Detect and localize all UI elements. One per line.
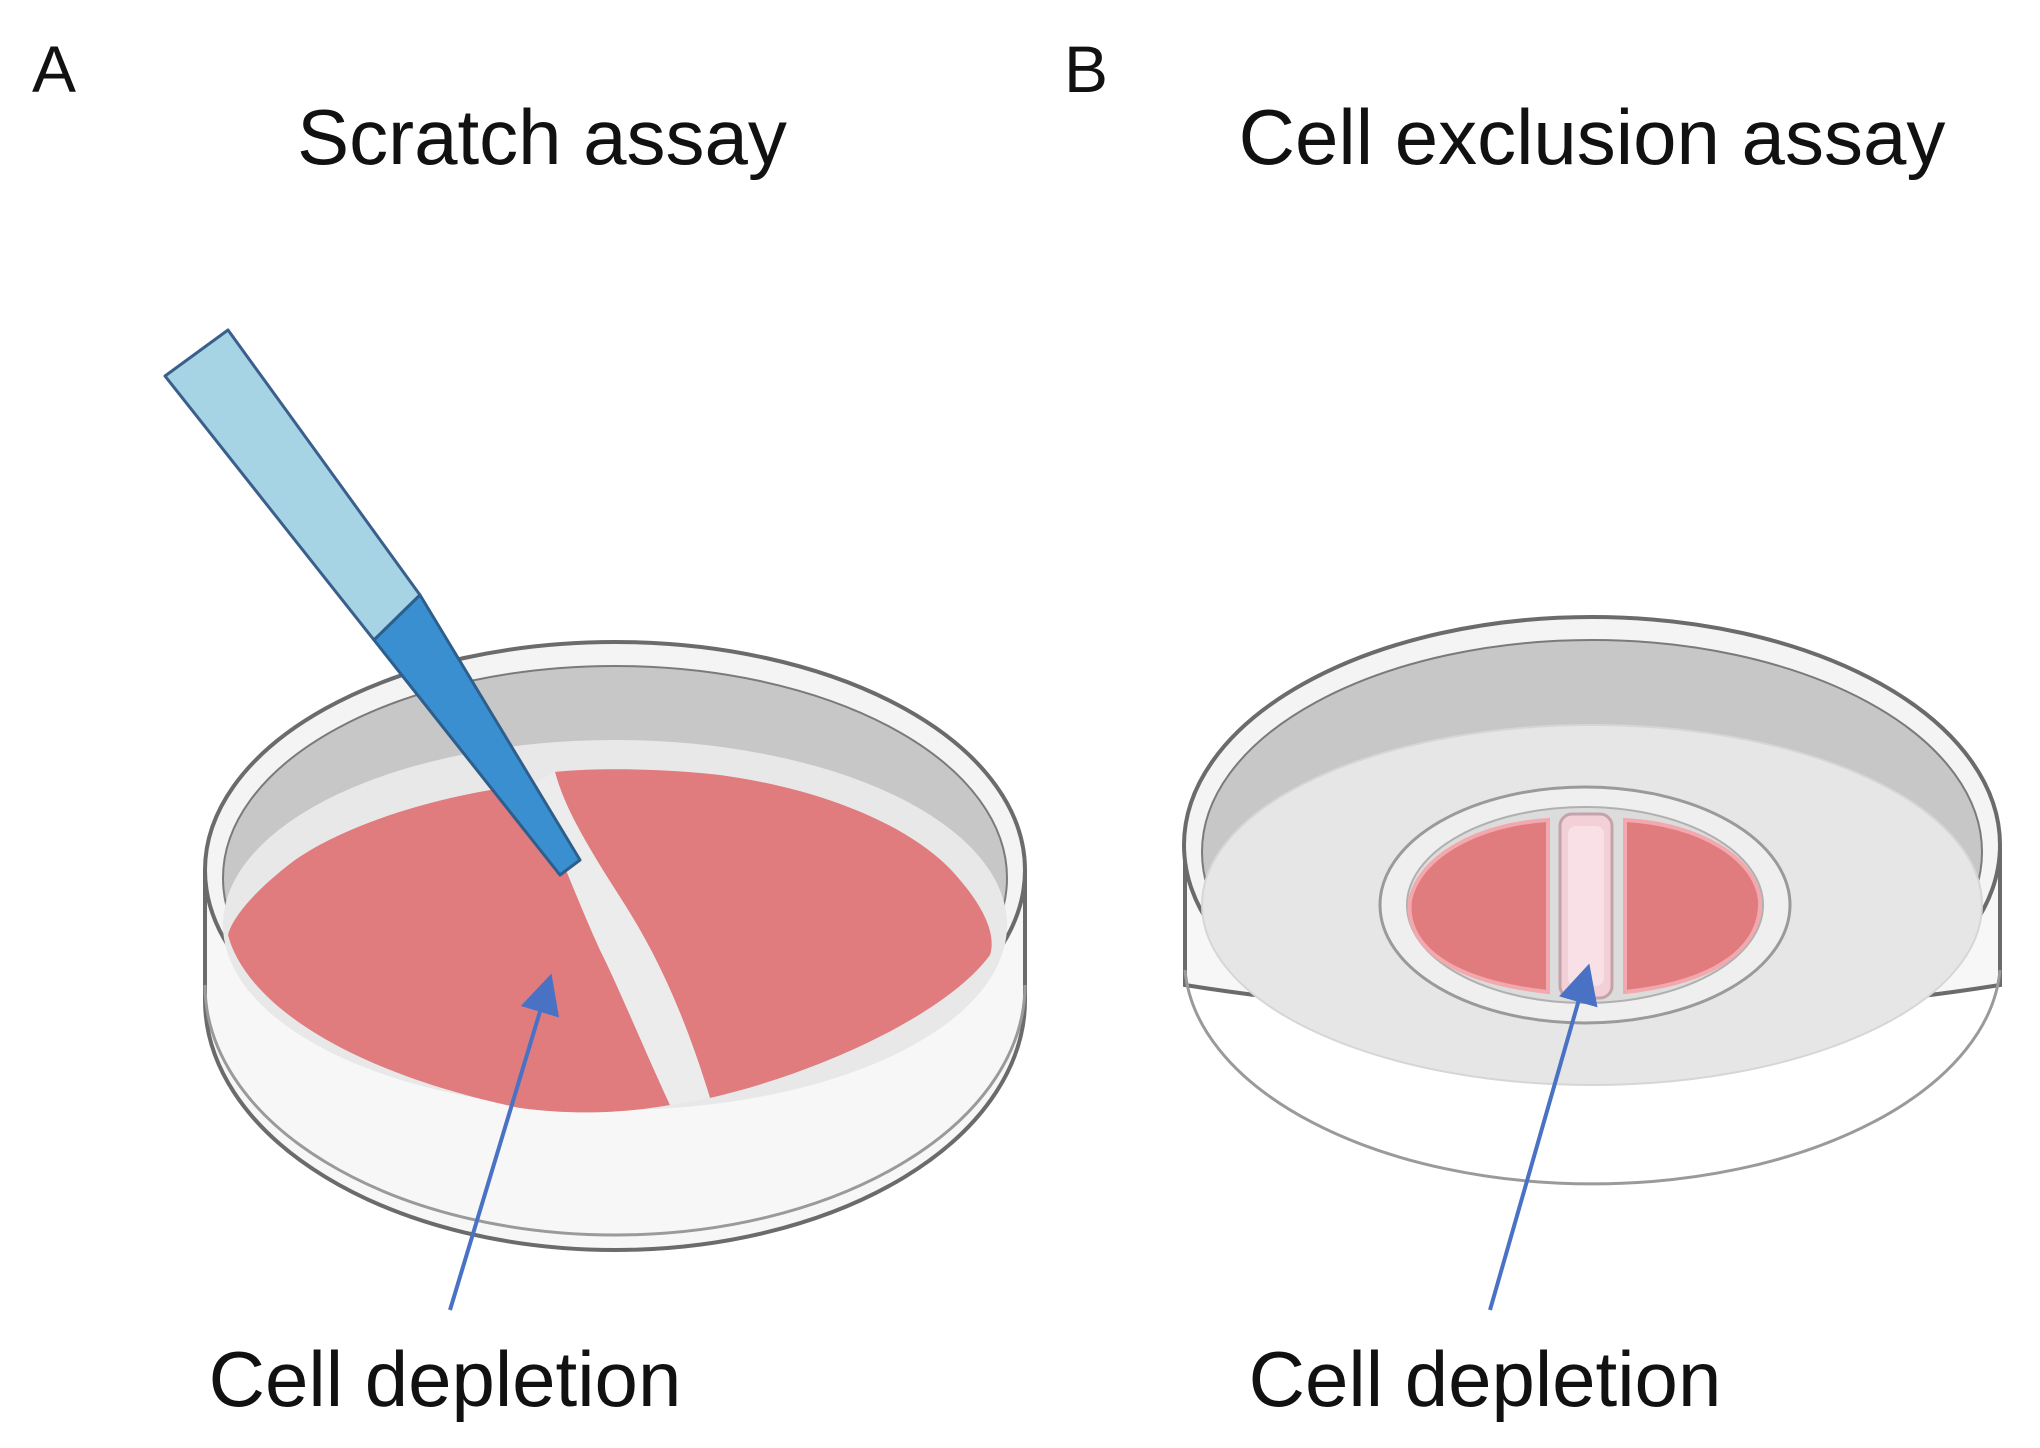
panel-a-callout: Cell depletion — [208, 1335, 682, 1423]
pipette-tip — [163, 328, 582, 877]
panel-b-title: Cell exclusion assay — [1238, 93, 1946, 181]
pipette-tip-lower — [372, 593, 582, 877]
callout-arrow-b — [1488, 963, 1598, 1311]
insert-gap-highlight — [1568, 826, 1604, 986]
panel-b-letter: B — [1064, 32, 1109, 106]
exclusion-assay-dish — [1182, 615, 2002, 1186]
cell-layer-right — [555, 769, 992, 1098]
insert-well-right — [1623, 817, 1763, 995]
dish-a-base-rim — [203, 984, 1027, 1237]
panel-b-callout: Cell depletion — [1248, 1335, 1722, 1423]
panel-a-letter: A — [32, 32, 77, 106]
callout-arrow-a — [448, 973, 560, 1311]
scratch-assay-dish — [203, 640, 1027, 1252]
dish-b-base-rim — [1183, 969, 2002, 1186]
insert-well-left — [1407, 817, 1550, 995]
panel-a-title: Scratch assay — [297, 93, 787, 181]
pipette-tip-upper — [163, 328, 422, 642]
